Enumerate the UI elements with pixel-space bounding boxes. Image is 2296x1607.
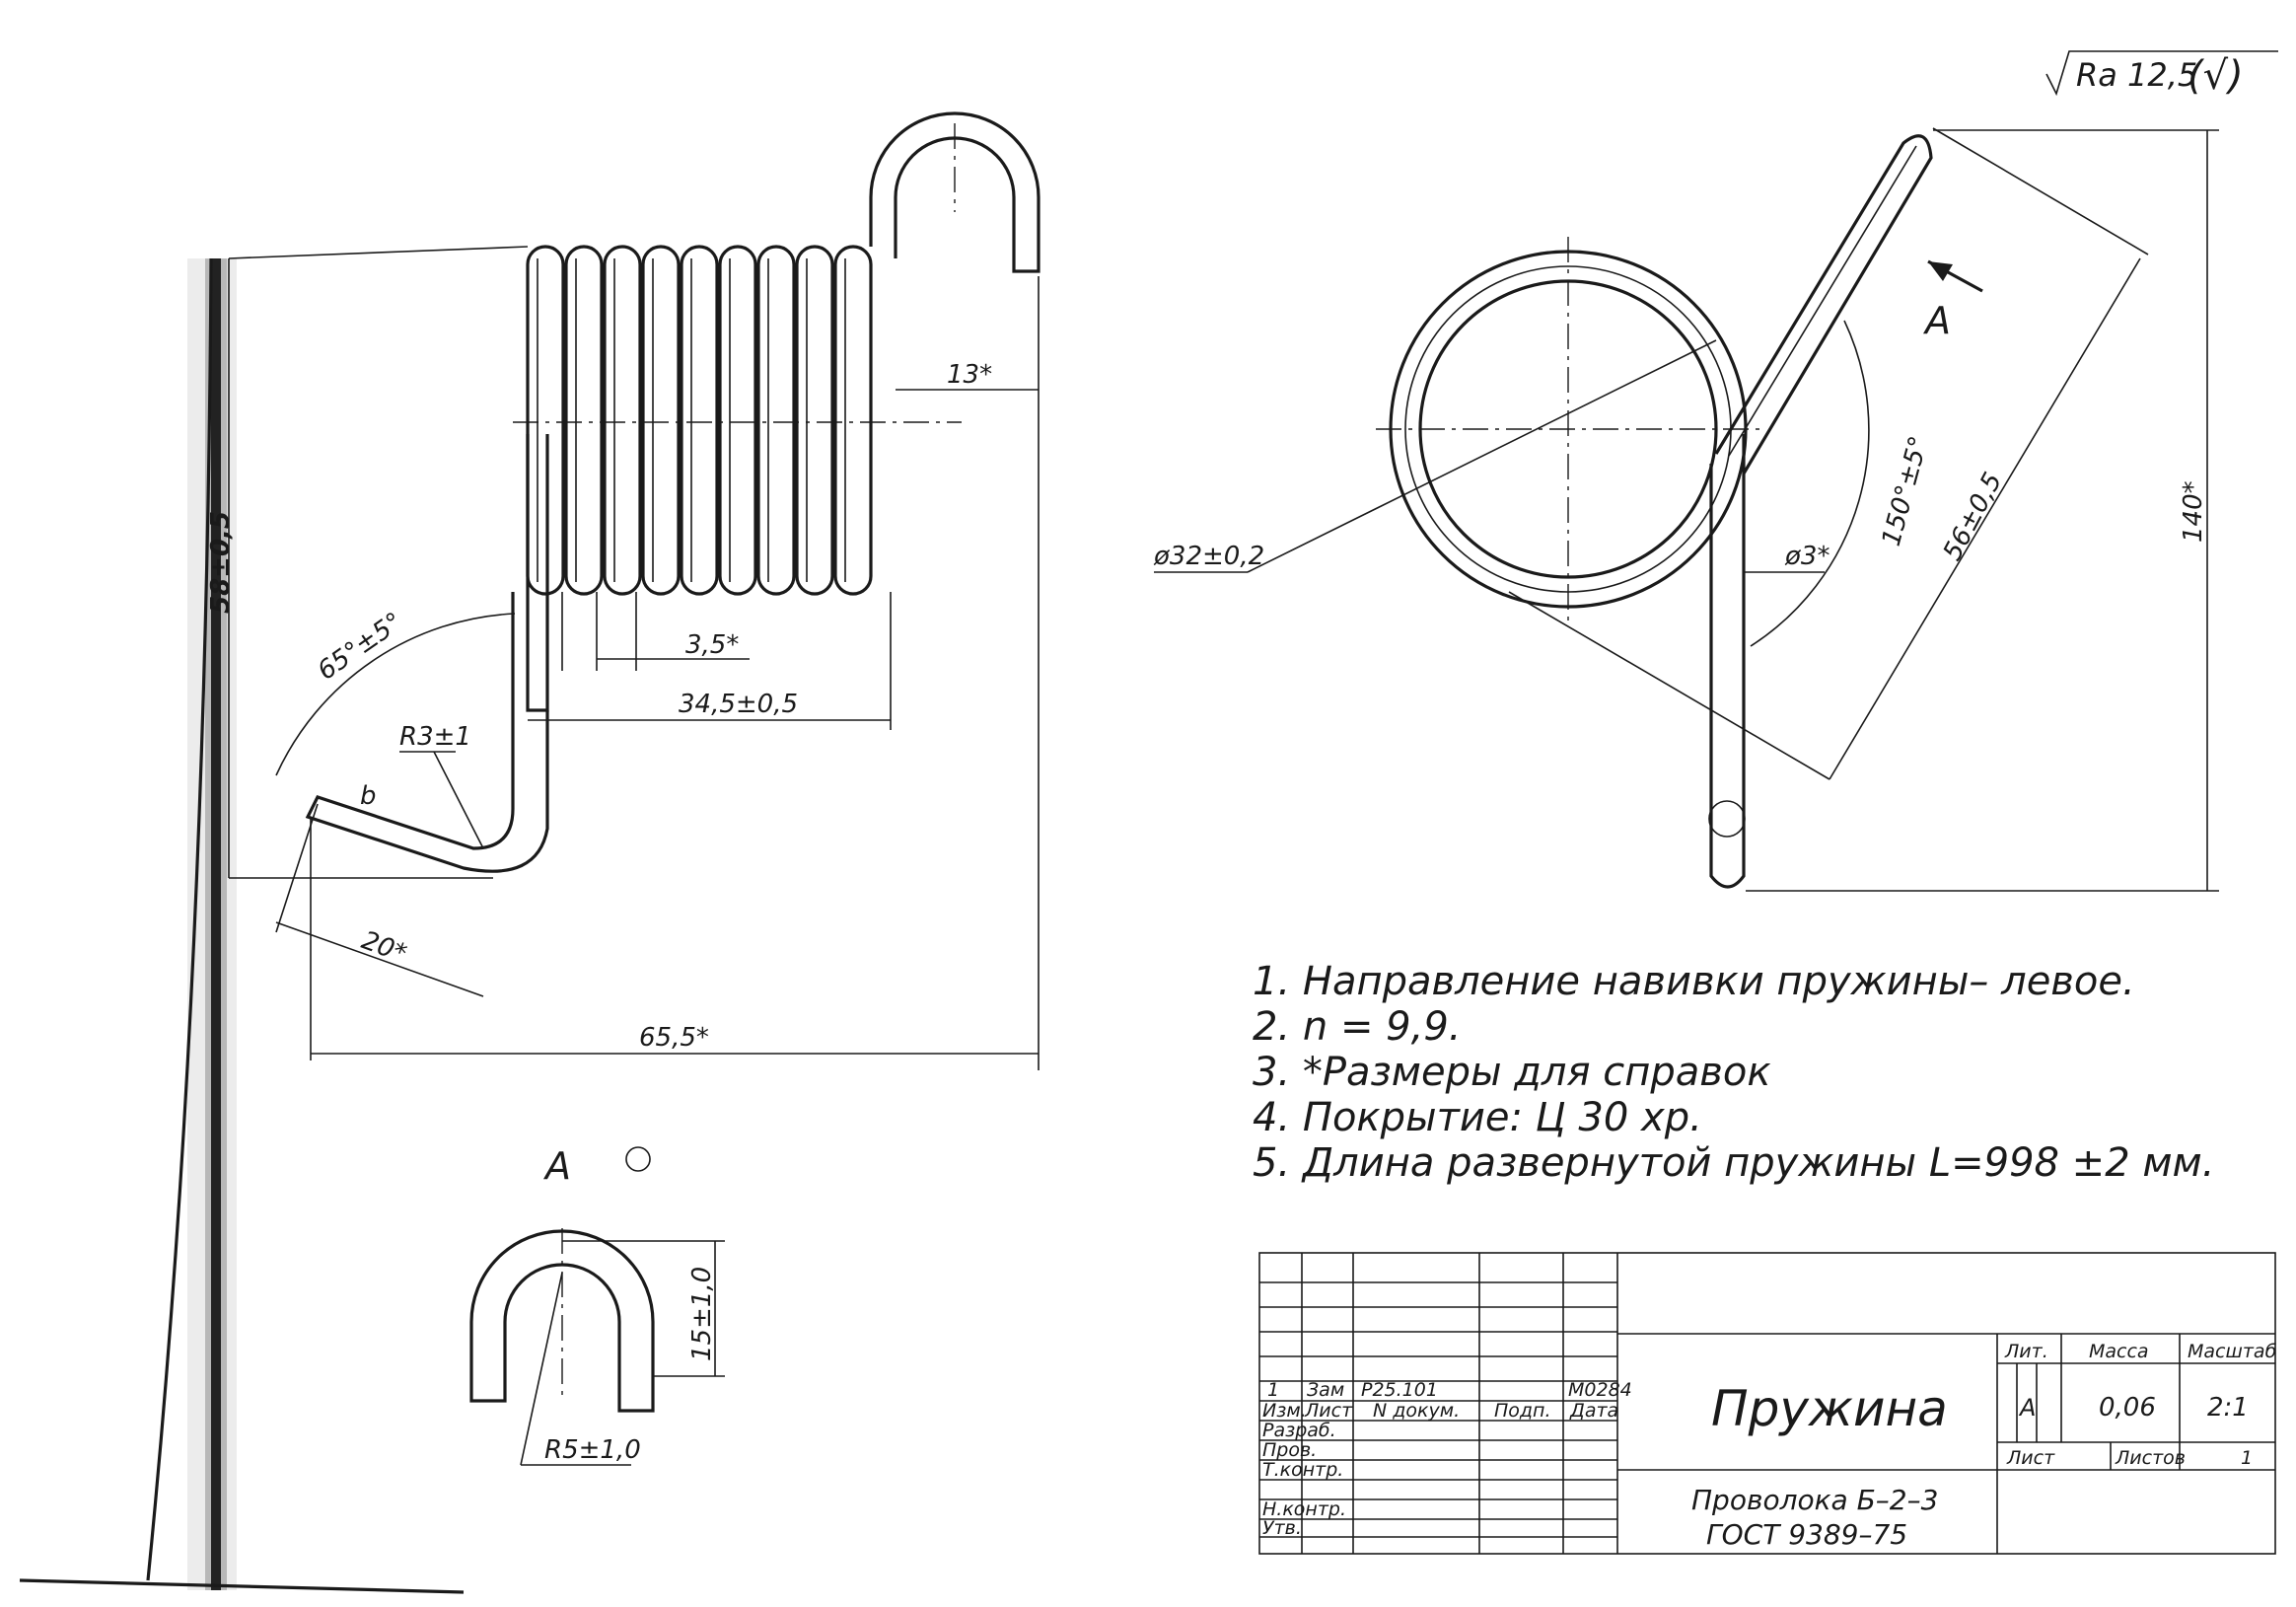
svg-text:b: b <box>360 781 377 811</box>
svg-text:13*: 13* <box>947 360 992 390</box>
svg-text:Проволока Б–2–3: Проволока Б–2–3 <box>1691 1484 1938 1516</box>
svg-text:R5±1,0: R5±1,0 <box>544 1435 641 1465</box>
front-dimensions: 58±0,5 13* 65°±5° R3±1 b 3,5* 34,5±0,5 2… <box>206 246 1040 1070</box>
svg-text:Лит.: Лит. <box>2004 1341 2048 1362</box>
svg-text:Лист: Лист <box>1304 1400 1353 1422</box>
svg-text:150°±5°: 150°±5° <box>1877 433 1934 549</box>
svg-text:34,5±0,5: 34,5±0,5 <box>679 690 798 719</box>
spring-side-view <box>1376 134 1933 889</box>
spring-coils <box>526 245 873 596</box>
svg-text:Дата: Дата <box>1569 1400 1618 1422</box>
svg-text:Р25.101: Р25.101 <box>1361 1379 1438 1401</box>
svg-text:0,06: 0,06 <box>2099 1393 2156 1423</box>
svg-text:А: А <box>2018 1394 2036 1422</box>
drawing-title: Пружина <box>1711 1380 1948 1437</box>
svg-text:Ra 12,5: Ra 12,5 <box>2076 56 2197 94</box>
svg-text:ø3*: ø3* <box>1784 542 1830 571</box>
svg-text:1: 1 <box>2241 1447 2253 1469</box>
svg-text:15±1,0: 15±1,0 <box>687 1267 717 1361</box>
technical-notes: 1. Направление навивки пружины– левое. 2… <box>1253 959 2214 1186</box>
svg-text:Листов: Листов <box>2115 1447 2186 1469</box>
svg-text:Подп.: Подп. <box>1494 1400 1551 1422</box>
svg-text:Лист: Лист <box>2006 1447 2055 1469</box>
svg-text:R3±1: R3±1 <box>399 722 471 752</box>
svg-text:Разраб.: Разраб. <box>1262 1420 1336 1441</box>
note-5: 5. Длина развернутой пружины L=998 ±2 мм… <box>1253 1140 2214 1186</box>
svg-text:ø32±0,2: ø32±0,2 <box>1153 542 1264 571</box>
view-a: A 15±1,0 R5±1,0 <box>469 1144 725 1466</box>
spring-front-view <box>305 111 1040 873</box>
svg-text:Масса: Масса <box>2089 1341 2149 1362</box>
svg-text:65°±5°: 65°±5° <box>313 607 408 686</box>
svg-text:М0284: М0284 <box>1568 1379 1632 1401</box>
note-1: 1. Направление навивки пружины– левое. <box>1253 959 2135 1004</box>
svg-text:N докум.: N докум. <box>1373 1400 1460 1422</box>
note-4: 4. Покрытие: Ц 30 хр. <box>1253 1095 1702 1140</box>
note-2: 2. n = 9,9. <box>1253 1004 1462 1050</box>
svg-text:A: A <box>1922 299 1951 342</box>
svg-text:1: 1 <box>1267 1379 1279 1401</box>
svg-text:A: A <box>542 1144 571 1188</box>
svg-text:140*: 140* <box>2179 480 2208 543</box>
svg-text:2:1: 2:1 <box>2207 1393 2249 1423</box>
svg-text:(√): (√) <box>2188 53 2244 99</box>
note-3: 3. *Размеры для справок <box>1253 1050 1771 1095</box>
svg-text:Пров.: Пров. <box>1262 1439 1317 1461</box>
svg-text:Утв.: Утв. <box>1262 1517 1302 1539</box>
svg-text:Изм.: Изм. <box>1262 1400 1307 1422</box>
svg-text:ГОСТ 9389–75: ГОСТ 9389–75 <box>1706 1518 1907 1551</box>
svg-text:Н.контр.: Н.контр. <box>1262 1498 1346 1520</box>
svg-text:65,5*: 65,5* <box>639 1023 709 1053</box>
scan-shadow <box>19 257 465 1594</box>
svg-text:Зам: Зам <box>1307 1379 1344 1401</box>
svg-text:Т.контр.: Т.контр. <box>1262 1459 1343 1481</box>
svg-text:58±0,5: 58±0,5 <box>206 511 236 614</box>
title-block: 1 Зам Р25.101 М0284 Изм. Лист N докум. П… <box>1258 1252 2277 1555</box>
roughness-symbol: Ra 12,5 (√) <box>2045 50 2278 99</box>
svg-text:3,5*: 3,5* <box>685 630 739 660</box>
svg-text:56±0,5: 56±0,5 <box>1938 468 2009 565</box>
svg-text:20*: 20* <box>358 925 411 969</box>
svg-text:Масштаб: Масштаб <box>2188 1341 2277 1362</box>
side-dimensions: ø32±0,2 ø3* 150°±5° 56±0,5 140* A <box>1153 127 2219 892</box>
